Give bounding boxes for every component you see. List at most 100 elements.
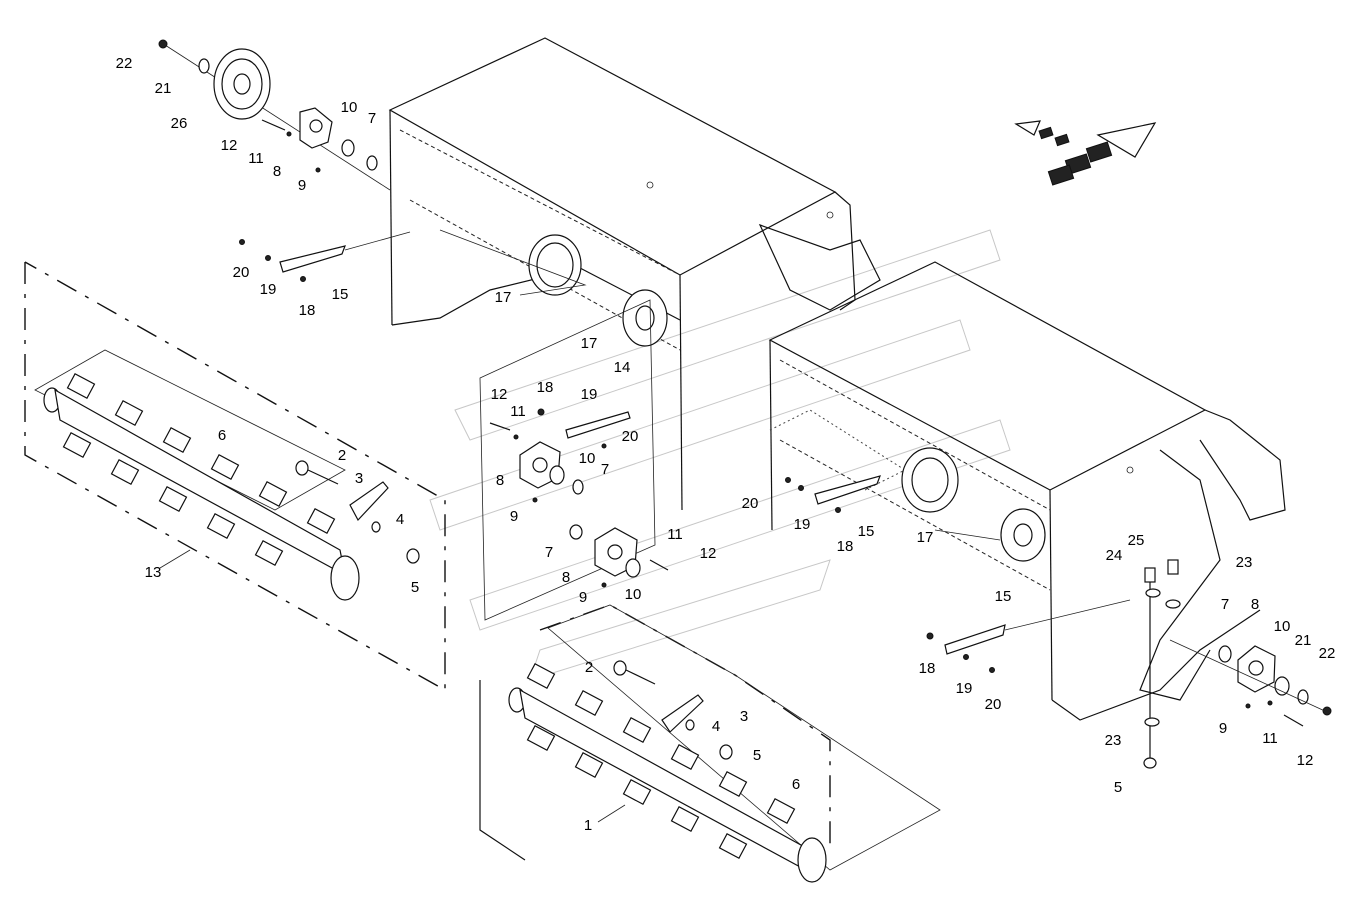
callout-22: 22 (116, 55, 133, 72)
rotor-group-1 (479, 604, 941, 883)
callout-2: 2 (585, 659, 593, 676)
callout-20: 20 (742, 495, 759, 512)
callout-18: 18 (537, 379, 554, 396)
callout-25: 25 (1128, 532, 1145, 549)
callout-19: 19 (581, 386, 598, 403)
callout-9: 9 (298, 177, 306, 194)
callout-18: 18 (837, 538, 854, 555)
washer-23-b (1165, 599, 1181, 609)
callout-11: 11 (248, 150, 264, 167)
callout-10: 10 (341, 99, 358, 116)
callout-19: 19 (794, 516, 811, 533)
callout-8: 8 (562, 569, 570, 586)
callout-12: 12 (1297, 752, 1314, 769)
pin-2-lower (613, 660, 627, 676)
bracket-15-top (279, 245, 346, 273)
ring-7-mid-lower (569, 524, 583, 540)
callout-20: 20 (622, 428, 639, 445)
callout-3: 3 (740, 708, 748, 725)
callout-2: 2 (338, 447, 346, 464)
spacer-4-lower (685, 719, 695, 731)
bracket-assembly-mid (785, 447, 1046, 562)
washer-21-top (198, 58, 210, 74)
callout-9: 9 (510, 508, 518, 525)
nut-5-right (1143, 757, 1157, 769)
callout-3: 3 (355, 470, 363, 487)
callout-17: 17 (495, 289, 512, 306)
callout-22: 22 (1319, 645, 1336, 662)
callout-12: 12 (700, 545, 717, 562)
bearing-assembly-mid (479, 299, 669, 621)
callout-18: 18 (919, 660, 936, 677)
bolt-24 (1144, 567, 1156, 583)
callout-6: 6 (792, 776, 800, 793)
pulley-assembly-top (158, 39, 391, 191)
callout-10: 10 (1274, 618, 1291, 635)
callout-15: 15 (995, 588, 1012, 605)
callout-13: 13 (145, 564, 162, 581)
nut-5-lower (719, 744, 733, 760)
callout-18: 18 (299, 302, 316, 319)
callout-9: 9 (579, 589, 587, 606)
callout-23: 23 (1105, 732, 1122, 749)
callout-6: 6 (218, 427, 226, 444)
callout-4: 4 (396, 511, 404, 528)
ring-7-top (366, 155, 378, 171)
callout-7: 7 (545, 544, 553, 561)
nut-5-left (406, 548, 420, 564)
callout-21: 21 (155, 80, 172, 97)
callout-14: 14 (614, 359, 631, 376)
bracket-15-right (944, 624, 1006, 655)
callout-21: 21 (1295, 632, 1312, 649)
ring-7-mid (572, 479, 584, 495)
callout-7: 7 (601, 461, 609, 478)
callout-12: 12 (491, 386, 508, 403)
bearing-10-top (341, 139, 355, 157)
callout-11: 11 (1262, 730, 1278, 747)
callout-9: 9 (1219, 720, 1227, 737)
bracket-15-mid (814, 475, 881, 505)
callout-11: 11 (667, 526, 683, 543)
lower-housing (768, 261, 1286, 721)
callout-4: 4 (712, 718, 720, 735)
washer-21-right (1297, 689, 1309, 705)
callout-8: 8 (1251, 596, 1259, 613)
bearing-10-mid (549, 465, 565, 485)
callout-17: 17 (581, 335, 598, 352)
callout-8: 8 (273, 163, 281, 180)
callout-5: 5 (411, 579, 419, 596)
callout-23: 23 (1236, 554, 1253, 571)
bracket-19-mid (565, 411, 631, 439)
callout-1: 1 (584, 817, 592, 834)
lever-3-left (349, 481, 389, 522)
bearing-10-right (1274, 676, 1290, 696)
callout-8: 8 (496, 472, 504, 489)
callout-20: 20 (233, 264, 250, 281)
rotor-tines-left (62, 372, 336, 567)
callout-15: 15 (858, 523, 875, 540)
callout-7: 7 (368, 110, 376, 127)
rotor-tines-lower (526, 662, 796, 860)
lever-3-lower (661, 694, 704, 733)
bolt-22-right (1322, 706, 1332, 716)
rotor-group-13 (24, 261, 446, 692)
bolt-25 (1167, 559, 1179, 575)
spacer-4-left (371, 521, 381, 533)
callout-10: 10 (625, 586, 642, 603)
direction-arrows-icon (1014, 120, 1157, 186)
bearing-10-mid-lower (625, 558, 641, 578)
washer-23-c (1144, 717, 1160, 727)
callout-5: 5 (1114, 779, 1122, 796)
bearing-assembly-right (926, 559, 1332, 769)
callout-19: 19 (956, 680, 973, 697)
callout-26: 26 (171, 115, 188, 132)
pin-2-left (295, 460, 309, 476)
washer-23-a (1145, 588, 1161, 598)
callout-7: 7 (1221, 596, 1229, 613)
callout-15: 15 (332, 286, 349, 303)
bracket-assembly-top (239, 229, 668, 347)
callout-20: 20 (985, 696, 1002, 713)
